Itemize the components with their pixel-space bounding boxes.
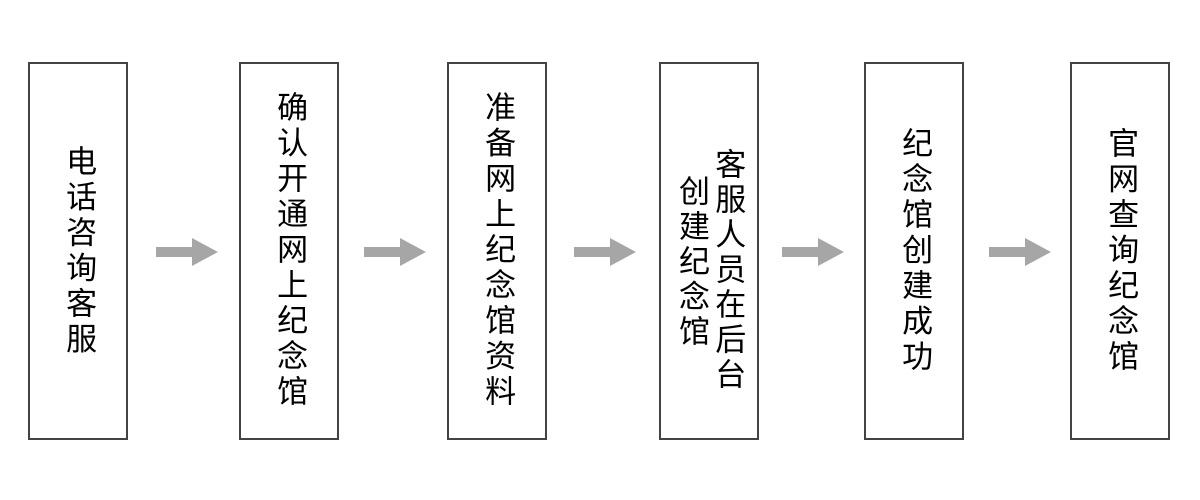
flow-arrow-5 (989, 238, 1051, 266)
flow-node-step-3[interactable]: 准备网上纪念馆资料 (447, 62, 547, 440)
flow-arrow-4 (782, 238, 844, 266)
right-arrow-icon (156, 238, 218, 266)
right-arrow-icon (782, 238, 844, 266)
right-arrow-icon (364, 238, 426, 266)
flow-node-label-step-3: 准备网上纪念馆资料 (479, 91, 516, 411)
flow-node-label-step-4-column-1: 客服人员在后台 (709, 148, 746, 393)
flow-node-label-step-2: 确认开通网上纪念馆 (271, 91, 308, 411)
flow-node-label-step-4-column-2: 创建纪念馆 (673, 175, 709, 350)
flow-node-step-5[interactable]: 纪念馆创建成功 (864, 62, 964, 440)
flow-arrow-2 (364, 238, 426, 266)
flow-arrow-1 (156, 238, 218, 266)
right-arrow-icon (989, 238, 1051, 266)
flow-arrow-3 (574, 238, 636, 266)
flow-node-step-6[interactable]: 官网查询纪念馆 (1070, 62, 1170, 440)
flow-node-label-step-1: 电话咨询客服 (60, 144, 97, 358)
right-arrow-icon (574, 238, 636, 266)
flow-node-label-step-6: 官网查询纪念馆 (1102, 126, 1139, 376)
flow-node-label-step-5: 纪念馆创建成功 (896, 126, 933, 376)
flow-node-step-4[interactable]: 客服人员在后台 创建纪念馆 (659, 62, 759, 440)
flow-node-step-1[interactable]: 电话咨询客服 (28, 62, 128, 440)
flow-node-step-2[interactable]: 确认开通网上纪念馆 (239, 62, 339, 440)
